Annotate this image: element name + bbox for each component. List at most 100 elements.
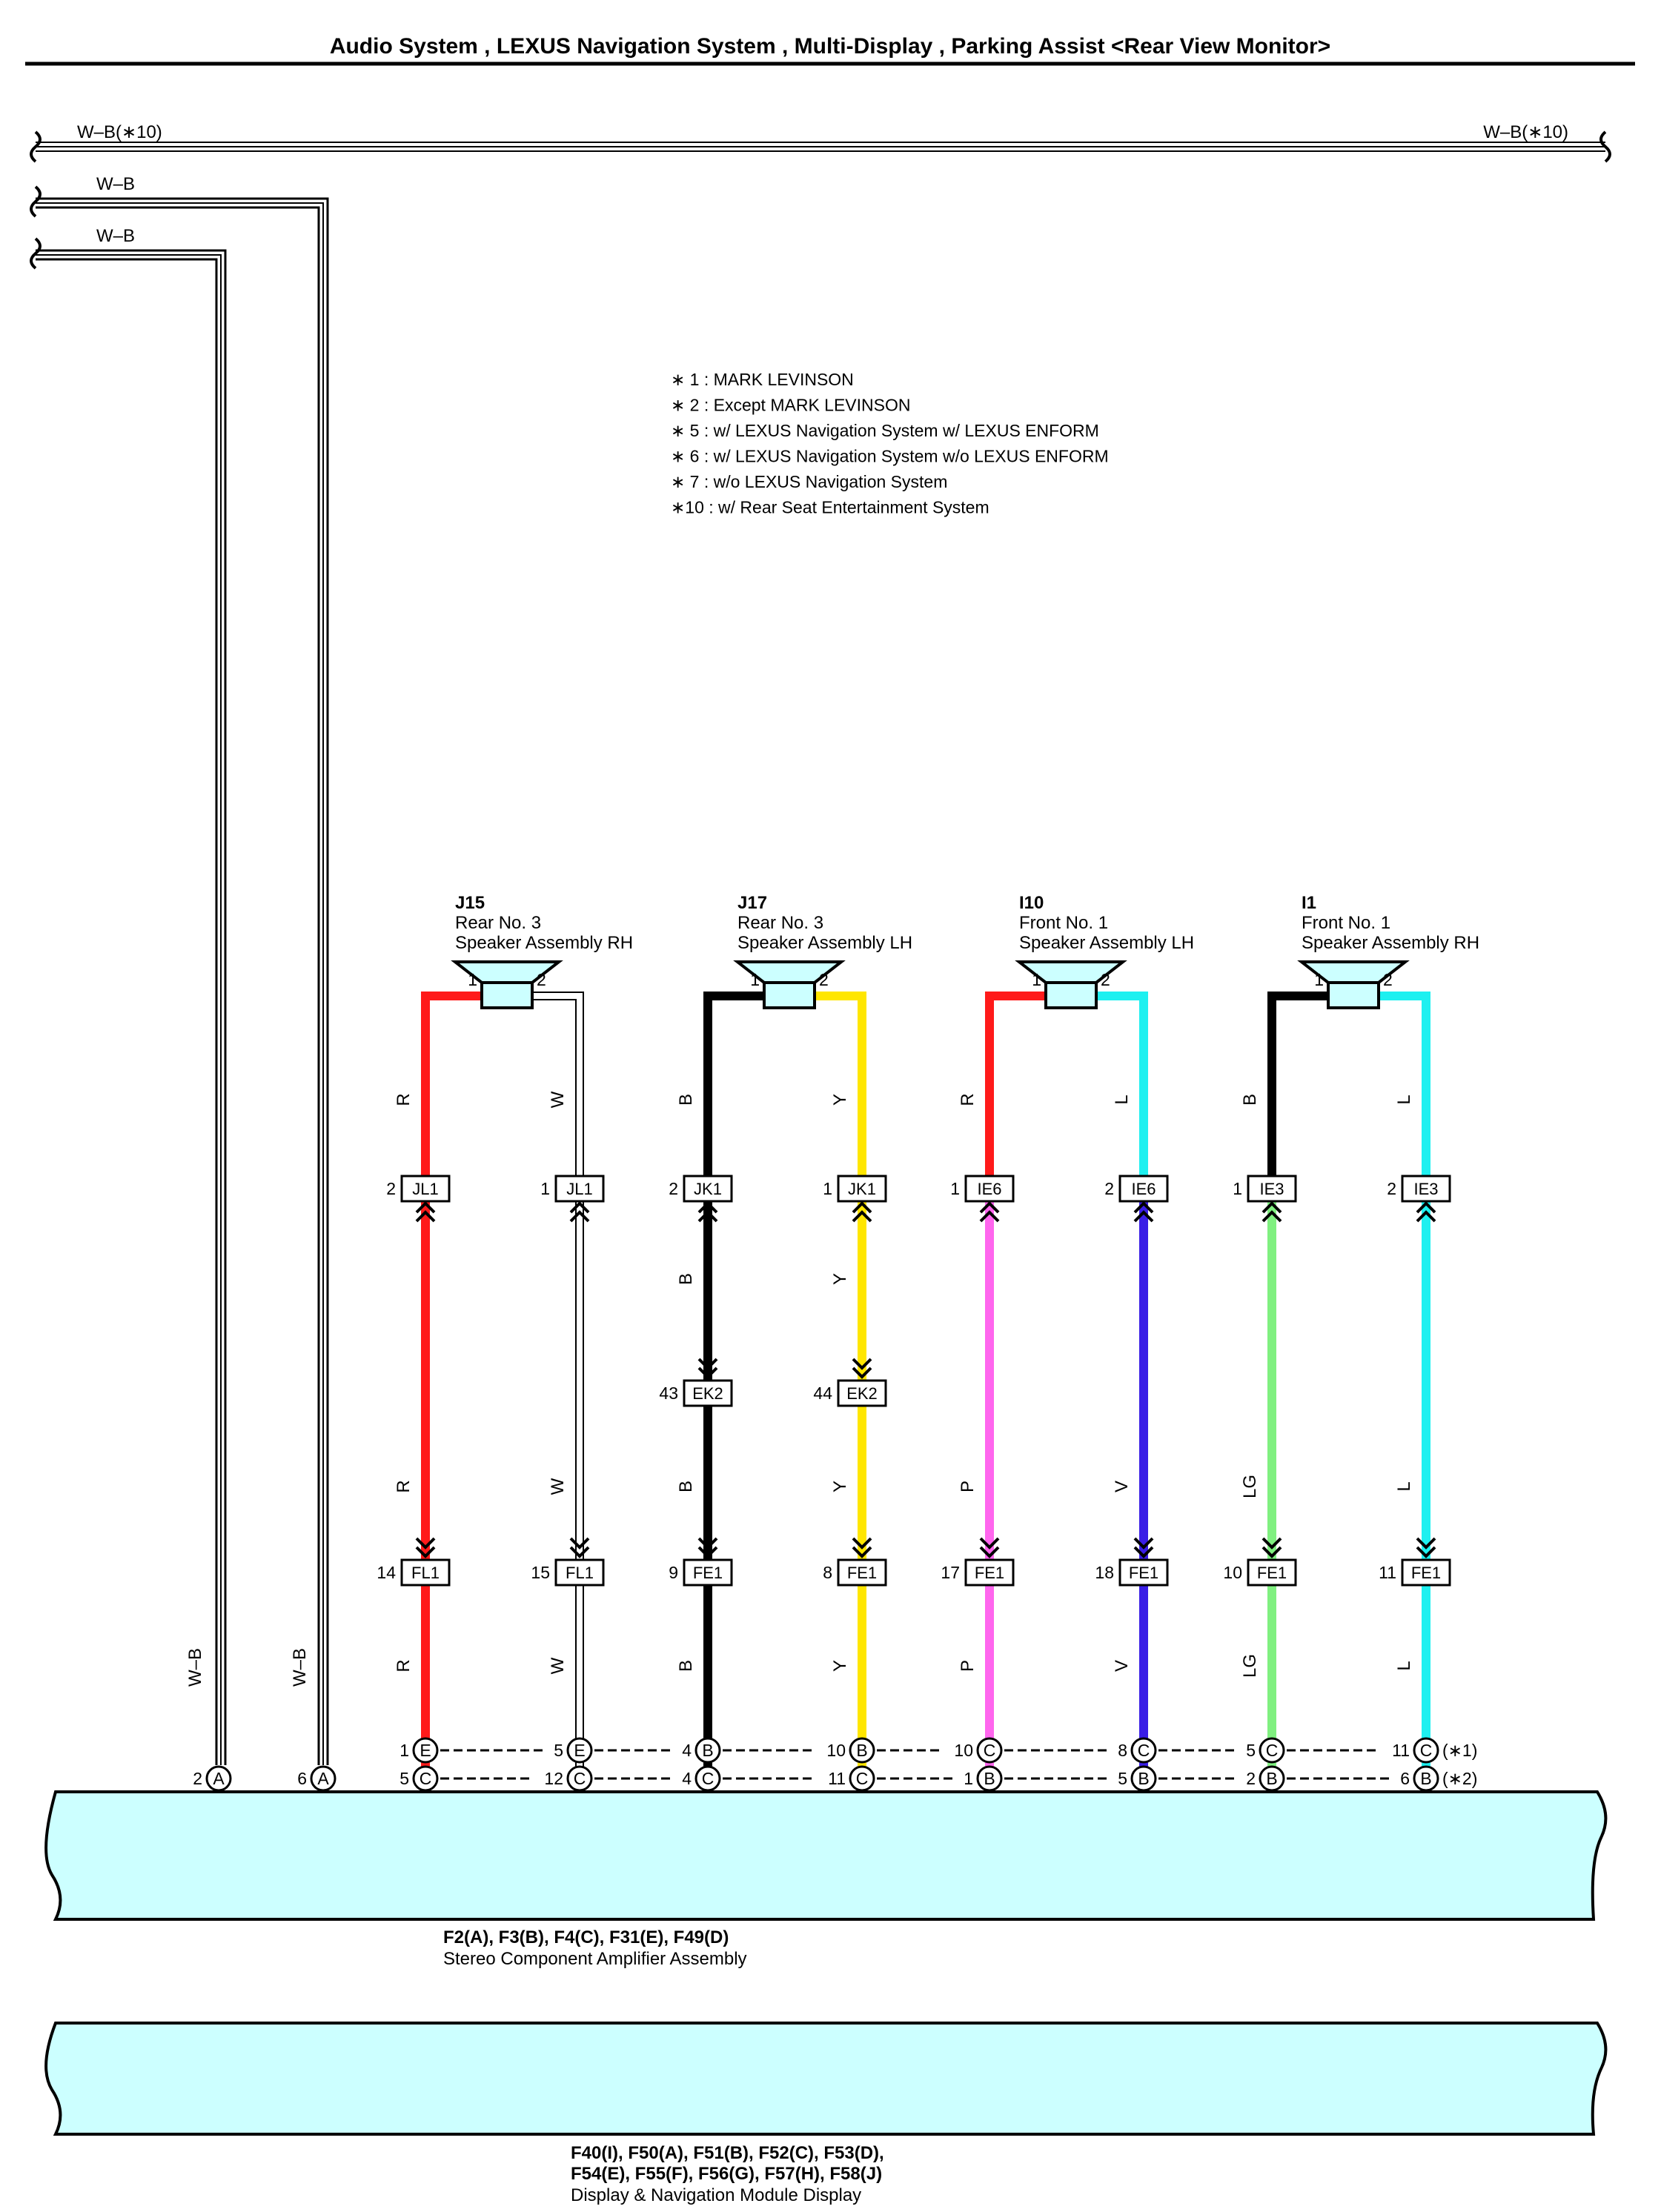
connector-chevron [852,1366,872,1379]
wire-color-label: P [958,1660,978,1672]
connector-pin: 2 [386,1179,396,1198]
pin-letter: C [1138,1741,1150,1760]
connector-pin: 44 [813,1384,832,1403]
connector-chevron [415,1537,436,1550]
connector-chevron [1262,1210,1282,1223]
pin-number: 2 [193,1769,202,1788]
pin-number: 11 [1392,1741,1410,1760]
pin-letter: C [574,1769,586,1788]
pin-circle [566,1737,593,1764]
connector-chevron [979,1546,1000,1558]
wire-segment [529,999,577,1189]
pin-letter: A [213,1769,225,1788]
pin-number: 1 [399,1741,409,1760]
connector-chevron [1262,1546,1282,1558]
wire-color-label: W [548,1478,568,1495]
wire-color-label: B [676,1481,696,1492]
connector-chevron [1133,1537,1154,1550]
pin-number: 5 [1118,1769,1127,1788]
pin-number: 8 [1118,1741,1127,1760]
wire-segment [529,992,584,1189]
connector-chevron [697,1537,718,1550]
pin-letter: B [1138,1769,1149,1788]
speaker-name-line1: Rear No. 3 [455,913,541,933]
pin-letter: C [702,1769,715,1788]
speaker-name-line1: Front No. 1 [1019,913,1108,933]
connector-pin: 14 [377,1563,396,1582]
connector-chevron [852,1546,872,1558]
connector-chevron [852,1201,872,1214]
pin-circle [849,1737,875,1764]
connector-chevron [697,1366,718,1379]
connector-chevron [1133,1546,1154,1558]
connector-box [554,1175,605,1203]
connector-name: IE3 [1413,1180,1438,1198]
pin-letter: B [1420,1769,1431,1788]
row-note-bottom: (∗2) [1442,1769,1477,1788]
connector-name: FE1 [975,1564,1004,1582]
connector-pin: 1 [823,1179,832,1198]
wire-color-label: R [394,1480,414,1492]
pin-number: 4 [682,1741,692,1760]
speaker-icon [480,981,534,1009]
connector-name: FE1 [1257,1564,1287,1582]
row-note-top: (∗1) [1442,1741,1477,1760]
option-note: ∗ 6 : w/ LEXUS Navigation System w/o LEX… [671,447,1109,466]
pin-circle [412,1737,439,1764]
pin-letter: A [317,1769,329,1788]
speaker-pin: 2 [819,970,829,989]
wire-color-label: Y [830,1273,850,1285]
pin-number: 4 [682,1769,692,1788]
connector-box [964,1558,1015,1587]
connector-chevron [569,1546,590,1558]
connector-box [683,1379,733,1407]
connector-chevron [1416,1201,1436,1214]
connector-name: FE1 [1129,1564,1158,1582]
pin-number: 6 [297,1769,307,1788]
option-note: ∗ 2 : Except MARK LEVINSON [671,396,910,415]
pin-letter: B [984,1769,995,1788]
wire-color-label: R [958,1093,978,1106]
wire-color-label: W [548,1657,568,1674]
pin-letter: C [1266,1741,1279,1760]
connector-chevron [852,1537,872,1550]
connector-chevron [1262,1201,1282,1214]
connector-box [964,1175,1015,1203]
ground-wire-label-top-right: W–B(∗10) [1483,122,1568,142]
wire-segment [1267,992,1331,1189]
amplifier-connectors: F2(A), F3(B), F4(C), F31(E), F49(D) [443,1927,729,1947]
speaker-pin: 2 [537,970,546,989]
pin-circle [1130,1737,1157,1764]
connector-chevron [697,1210,718,1223]
pin-number: 12 [544,1769,563,1788]
pin-circle [1259,1737,1285,1764]
connector-pin: 2 [669,1179,678,1198]
speaker-code: J17 [737,893,767,913]
wire-segment [1093,992,1148,1189]
ground-bus-lines [30,130,1611,1765]
connector-name: EK2 [846,1384,878,1403]
pin-circle [976,1737,1003,1764]
connector-box [683,1175,733,1203]
wire-color-label: B [676,1273,696,1285]
wire-segment [1376,992,1430,1189]
connector-name: JL1 [412,1180,438,1198]
connector-name: FE1 [1411,1564,1441,1582]
connector-pin: 11 [1379,1563,1396,1582]
pin-letter: C [420,1769,432,1788]
wire-color-label: B [1240,1094,1260,1106]
wire-color-label: L [1112,1095,1132,1104]
connector-box [837,1558,887,1587]
pin-letter: C [984,1741,996,1760]
connector-pin: 2 [1387,1179,1396,1198]
connector-chevron [569,1537,590,1550]
connector-chevron [1262,1537,1282,1550]
display-connectors-line1: F40(I), F50(A), F51(B), F52(C), F53(D), [571,2143,884,2163]
pin-number: 1 [964,1769,973,1788]
connector-name: FE1 [847,1564,877,1582]
speaker-pin: 1 [1314,970,1324,989]
connector-box [1118,1175,1169,1203]
speaker-code: I10 [1019,893,1044,913]
connector-chevron [569,1210,590,1223]
